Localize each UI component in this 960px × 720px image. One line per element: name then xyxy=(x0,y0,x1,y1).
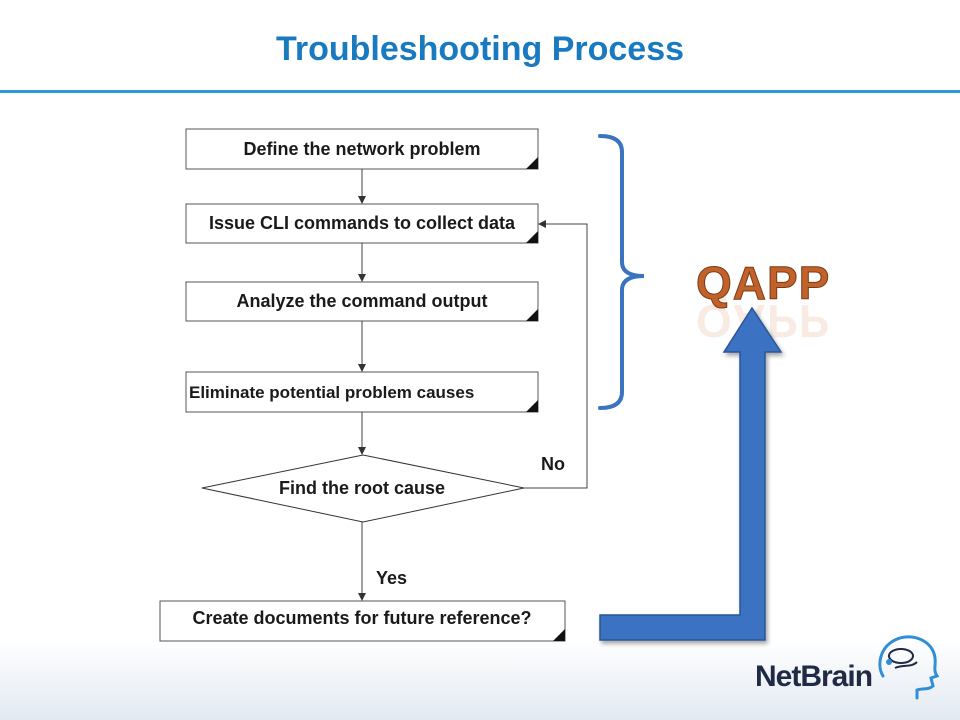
decision-diamond: Find the root cause xyxy=(201,454,525,523)
step-label: Eliminate potential problem causes xyxy=(189,383,474,402)
qapp-label: QAPP QAPP xyxy=(696,257,830,348)
qapp-text: QAPP xyxy=(696,257,830,309)
curly-brace xyxy=(598,134,645,410)
step-box-issue-cli-commands: Issue CLI commands to collect data xyxy=(185,203,539,244)
title-divider xyxy=(0,90,960,93)
step-label: Analyze the command output xyxy=(236,291,487,311)
step-label: Define the network problem xyxy=(243,139,480,159)
page-title: Troubleshooting Process xyxy=(275,30,685,68)
no-branch-label: No xyxy=(541,454,565,474)
qapp-up-arrow xyxy=(599,306,783,641)
yes-branch-label: Yes xyxy=(376,568,407,588)
footer-gradient xyxy=(0,640,960,720)
step-box-define-problem: Define the network problem xyxy=(185,128,539,170)
logo-wordmark: NetBrain xyxy=(755,660,873,693)
step-box-analyze-output: Analyze the command output xyxy=(185,281,539,322)
loop-back-arrow xyxy=(524,220,588,489)
step-box-create-documents: Create documents for future reference? xyxy=(159,600,566,642)
step-box-eliminate-causes: Eliminate potential problem causes xyxy=(185,371,539,413)
decision-label: Find the root cause xyxy=(279,478,445,498)
step-label: Issue CLI commands to collect data xyxy=(209,213,516,233)
flow-connectors xyxy=(358,169,588,601)
brain-head-icon xyxy=(878,635,940,700)
netbrain-logo: NetBrain xyxy=(755,632,945,702)
step-label: Create documents for future reference? xyxy=(192,608,531,628)
